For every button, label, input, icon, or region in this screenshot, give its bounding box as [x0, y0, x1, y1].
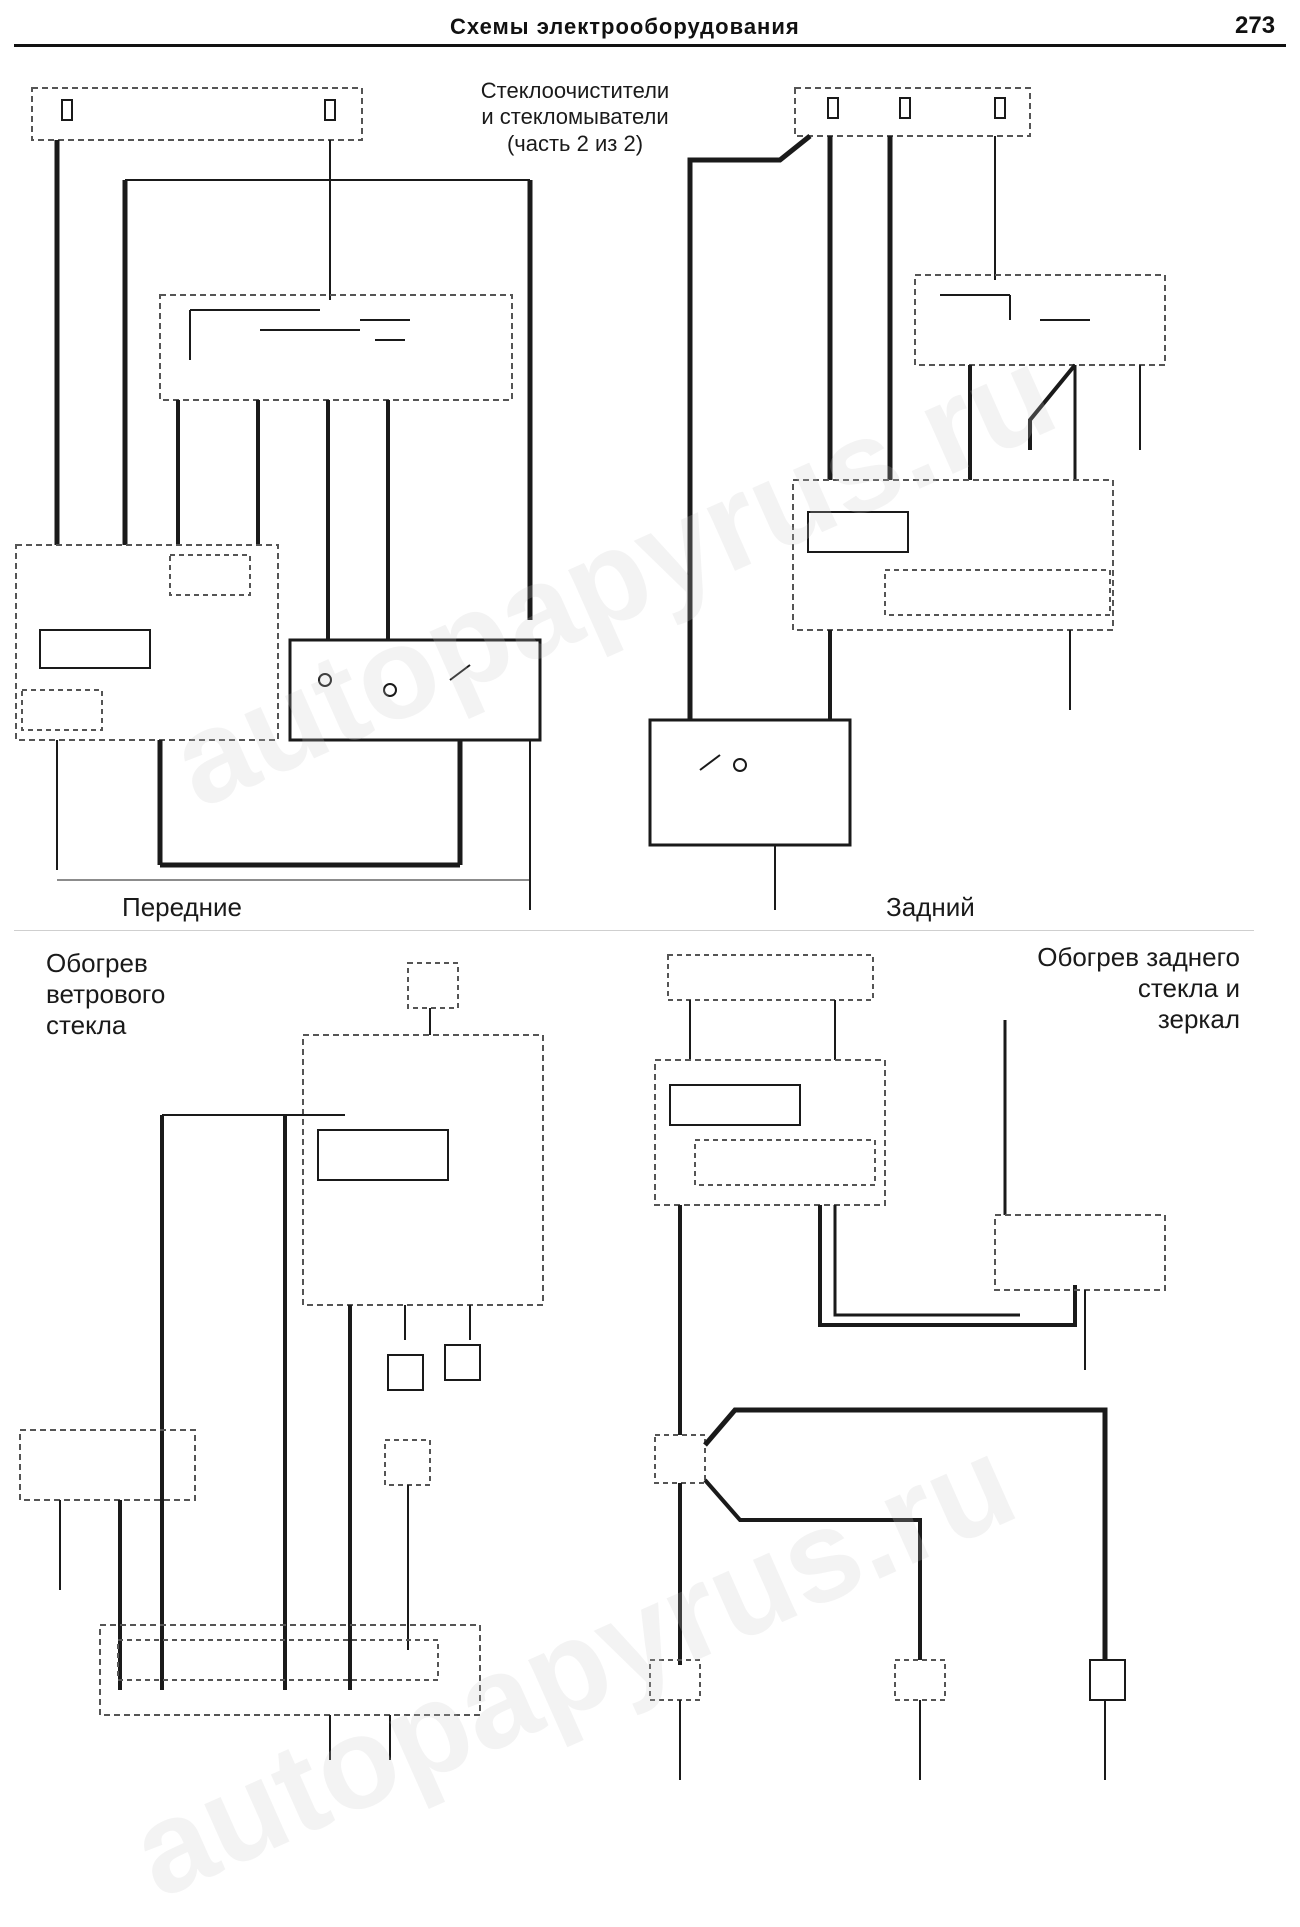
label-line: ветрового: [46, 979, 166, 1010]
title-line: Стеклоочистители: [480, 78, 670, 103]
relay-module: [15, 544, 279, 741]
front-wiper-circuit: [15, 87, 542, 910]
wiper-switch: [159, 294, 513, 401]
heater-element: [444, 1344, 481, 1381]
header-rule: [14, 44, 1286, 47]
heater-element: [1089, 1659, 1126, 1701]
fuse-box: [794, 87, 1031, 137]
windshield-heat-circuit: [19, 962, 544, 1760]
wiper-diagram-title: Стеклоочистители и стекломыватели (часть…: [440, 78, 710, 157]
body-module: [99, 1624, 481, 1716]
heater-element: [387, 1354, 424, 1391]
relay: [807, 511, 909, 553]
relay: [39, 629, 151, 669]
rear-module: [792, 479, 1114, 631]
relay: [317, 1129, 449, 1181]
rear-wiper-label: Задний: [886, 892, 975, 922]
label-line: зеркал: [1157, 1004, 1240, 1035]
label-line: стекла и: [1137, 973, 1240, 1004]
title-line: (часть 2 из 2): [506, 130, 644, 156]
page-number: 273: [1235, 12, 1276, 39]
title-line: и стекломыватели: [481, 104, 669, 130]
label-line: Обогрев: [46, 948, 148, 978]
rear-wiper-switch: [914, 274, 1166, 366]
relay: [669, 1084, 801, 1126]
rear-glass-heat-label: Обогрев заднего стекла и зеркал: [980, 942, 1240, 1036]
fuse: [61, 99, 73, 121]
windshield-heat-label: Обогрев ветрового стекла: [46, 948, 165, 1042]
rear-heat-switch: [994, 1214, 1166, 1291]
label-line: Обогрев заднего: [1037, 942, 1240, 972]
fuse: [324, 99, 336, 121]
rear-wiper-motor: [648, 718, 852, 847]
windshield-switch: [19, 1429, 196, 1501]
relay-module: [654, 1059, 886, 1206]
fuse-box: [31, 87, 363, 141]
wiring-diagram: [15, 87, 1166, 1780]
wiper-motor: [288, 638, 542, 742]
label-line: стекла: [46, 1010, 127, 1041]
page-header-title: Схемы электрооборудования: [450, 14, 800, 39]
section-divider: [14, 930, 1254, 931]
front-wipers-label: Передние: [122, 892, 243, 922]
fuse-relay-box: [302, 1034, 544, 1306]
rear-wiper-circuit: [648, 87, 1166, 910]
rear-glass-heat-circuit: [649, 954, 1166, 1780]
